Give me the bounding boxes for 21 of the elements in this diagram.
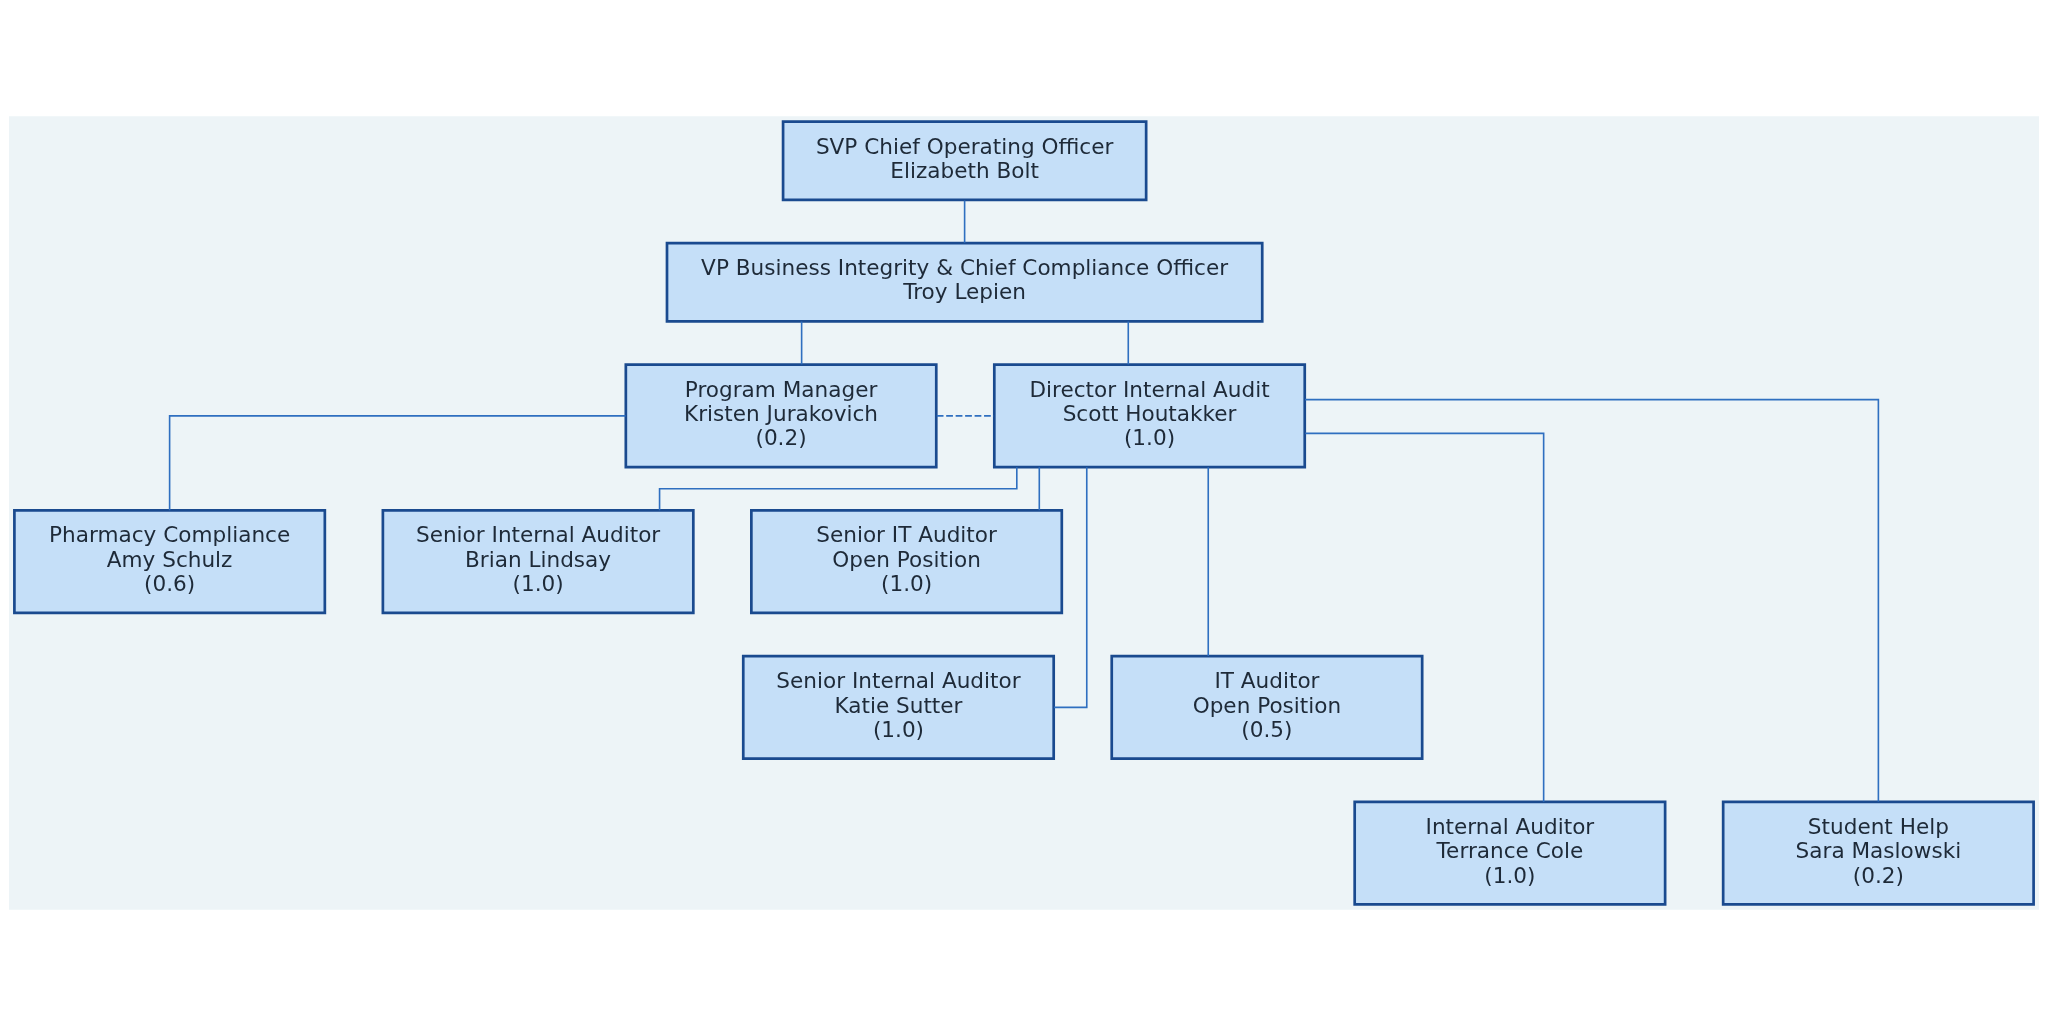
connector — [1303, 398, 1879, 802]
node-box: Senior IT Auditor Open Position (1.0) — [749, 508, 1063, 614]
node-box: Director Internal Audit Scott Houtakker (1.0) — [992, 362, 1306, 468]
connector — [1206, 465, 1209, 657]
node-box: Program Manager Kristen Jurakovich (0.2) — [624, 362, 938, 468]
connector — [1126, 320, 1129, 365]
node-box: VP Business Integrity & Chief Compliance Officer Troy Lepien — [665, 241, 1264, 323]
node-box: IT Auditor Open Position (0.5) — [1109, 654, 1423, 760]
connector — [800, 320, 802, 365]
connector — [935, 414, 995, 417]
node-box: Senior Internal Auditor Brian Lindsay (1.0) — [381, 508, 695, 614]
node-box: Student Help Sara Maslowski (0.2) — [1721, 800, 2035, 906]
connector — [168, 414, 626, 511]
connector — [963, 199, 965, 244]
connector — [1052, 465, 1088, 708]
node-box: Internal Auditor Terrance Cole (1.0) — [1352, 800, 1666, 906]
connector — [1038, 465, 1040, 511]
node-box: SVP Chief Operating Officer Elizabeth Bolt — [781, 119, 1147, 201]
node-box: Senior Internal Auditor Katie Sutter (1.0) — [741, 654, 1055, 760]
node-box: Pharmacy Compliance Amy Schulz (0.6) — [12, 508, 326, 614]
connector — [1304, 432, 1544, 802]
